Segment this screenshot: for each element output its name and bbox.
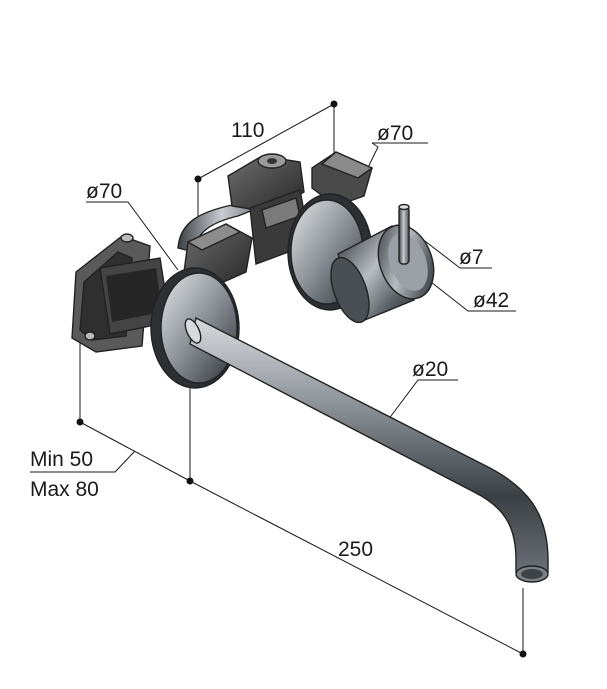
dim-depth-dot-left — [76, 418, 84, 426]
label-110: 110 — [231, 119, 264, 142]
spout — [184, 316, 549, 583]
leader-rose-left — [86, 201, 179, 271]
dim-110-line — [197, 103, 335, 180]
leader-handle — [421, 274, 516, 312]
label-spout-dia: ø20 — [412, 358, 448, 381]
dim-depth-leader — [30, 450, 136, 473]
dimension-labels: 110 ø70 ø70 ø7 ø42 ø20 Min 50 Max 80 250 — [30, 119, 509, 561]
label-lever-dia: ø7 — [459, 246, 484, 269]
mounting-plate-left — [71, 233, 171, 353]
label-250: 250 — [338, 538, 373, 561]
label-depth-min: Min 50 — [30, 448, 93, 471]
leader-spout — [387, 379, 458, 421]
label-rosette-right-dia: ø70 — [377, 122, 413, 145]
label-handle-dia: ø42 — [473, 289, 509, 312]
dim-110-dot-right — [330, 100, 338, 108]
label-depth-max: Max 80 — [30, 478, 99, 501]
dimension-lines — [30, 100, 527, 658]
label-rosette-left-dia: ø70 — [86, 180, 122, 203]
dim-250-dot-right — [519, 650, 527, 658]
lever-pin — [398, 203, 410, 265]
dim-250-line — [189, 480, 524, 655]
spout-body — [189, 316, 549, 573]
faucet — [71, 151, 549, 583]
dim-110-dot-left — [194, 175, 202, 183]
